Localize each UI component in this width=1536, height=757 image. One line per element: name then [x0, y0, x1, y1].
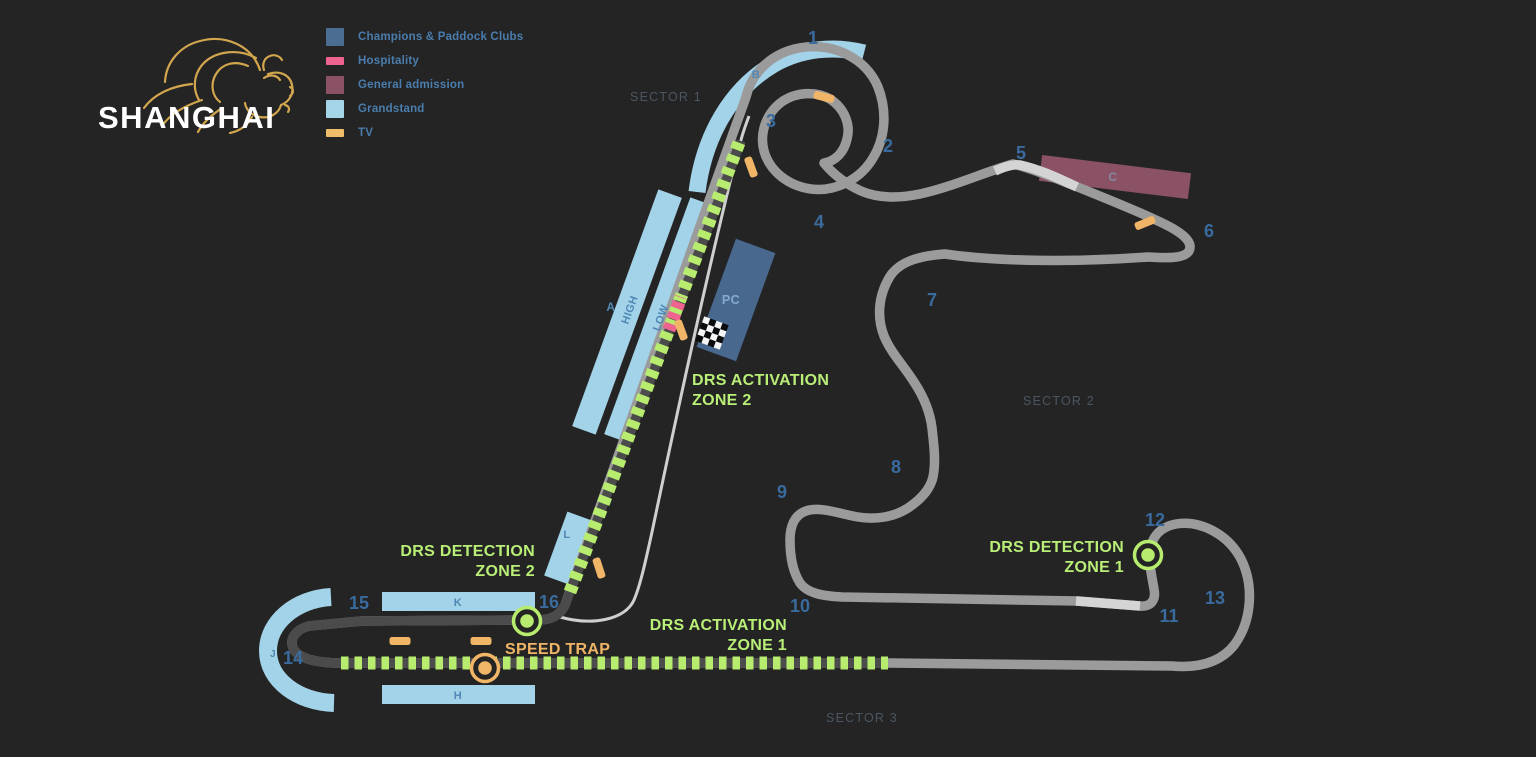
- tv-marker: [1134, 216, 1156, 230]
- turn-label-10: 10: [790, 596, 810, 616]
- turn-label-11: 11: [1159, 606, 1178, 626]
- grandstand-h: [382, 685, 535, 704]
- speed-trap-marker: [469, 652, 501, 684]
- tv-marker: [813, 91, 835, 103]
- tv-markers-group: [389, 91, 1156, 645]
- legend-item-label: Hospitality: [358, 55, 419, 67]
- turn-label-6: 6: [1204, 221, 1214, 241]
- sector-label: SECTOR 2: [1023, 394, 1095, 408]
- callout-label: ZONE 1: [727, 637, 787, 654]
- stand-label-b: B: [752, 69, 760, 81]
- callout-labels-group: DRS ACTIVATION ZONE 2 DRS DETECTION ZONE 2 D…: [400, 372, 1124, 658]
- track-outline: [287, 42, 1255, 672]
- legend-item-label: Grandstand: [358, 103, 425, 115]
- sector-labels-group: SECTOR 1 SECTOR 2 SECTOR 3: [630, 90, 1095, 725]
- turn-label-4: 4: [814, 212, 824, 232]
- legend-item: Champions & Paddock Clubs: [326, 28, 523, 46]
- grandstand-k: [382, 592, 535, 611]
- turn-label-3: 3: [766, 111, 776, 131]
- tv-marker: [744, 156, 758, 178]
- turn-label-14: 14: [283, 648, 303, 668]
- callout-label: DRS DETECTION: [400, 543, 535, 560]
- tv-marker: [389, 637, 411, 645]
- pit-lane: [559, 115, 751, 623]
- drs-detection-marker: [511, 605, 543, 637]
- legend-color-chip: [326, 28, 344, 46]
- grandstand-j-band: [258, 588, 335, 712]
- turn-label-16: 16: [539, 592, 559, 612]
- finish-flag-icon: [695, 316, 729, 350]
- callout-label: ZONE 2: [475, 563, 535, 580]
- callout-label: ZONE 2: [692, 392, 752, 409]
- sector-label: SECTOR 1: [630, 90, 702, 104]
- callout-label: ZONE 1: [1064, 559, 1124, 576]
- callout-label: DRS ACTIVATION: [692, 372, 829, 389]
- legend-color-chip: [326, 76, 344, 94]
- turn-label-15: 15: [349, 593, 369, 613]
- legend-item-label: General admission: [358, 79, 465, 91]
- legend-color-chip: [326, 129, 344, 137]
- turn-label-1: 1: [808, 28, 818, 48]
- turn-label-13: 13: [1205, 588, 1225, 608]
- sector-label: SECTOR 3: [826, 711, 898, 725]
- stand-label-h: H: [454, 690, 462, 702]
- tv-marker: [592, 557, 606, 579]
- tv-marker: [470, 637, 492, 645]
- stand-label-pc: PC: [722, 293, 740, 307]
- stand-label-l: L: [563, 529, 570, 541]
- legend-color-chip: [326, 100, 344, 118]
- legend-item: General admission: [326, 76, 523, 94]
- turn-label-12: 12: [1145, 510, 1165, 530]
- legend-item-label: Champions & Paddock Clubs: [358, 31, 524, 43]
- page-title: SHANGHAI: [98, 100, 276, 135]
- callout-label: DRS ACTIVATION: [650, 617, 787, 634]
- legend-color-chip: [326, 57, 344, 65]
- track-dark-section: [287, 139, 888, 668]
- grandstand-l: [544, 511, 592, 585]
- drs-speedtrap-markers-group: [469, 539, 1164, 684]
- track-light-segment-t5: [993, 160, 1080, 192]
- lion-logo-icon: [142, 37, 295, 135]
- stand-label-a: A: [606, 300, 615, 314]
- legend-item: TV: [326, 124, 523, 142]
- turn-label-9: 9: [777, 482, 787, 502]
- grandstand-a-high: [572, 189, 682, 435]
- callout-label: DRS DETECTION: [989, 539, 1124, 556]
- turn-label-8: 8: [891, 457, 901, 477]
- callout-label: SPEED TRAP: [505, 641, 610, 658]
- drs-detection-marker: [1132, 539, 1164, 571]
- tv-marker: [674, 319, 688, 341]
- legend-item-label: TV: [358, 127, 374, 139]
- stand-label-c: C: [1108, 170, 1117, 184]
- hospitality-dashes: [662, 294, 688, 333]
- turn-label-5: 5: [1016, 143, 1026, 163]
- stand-label-j: J: [270, 649, 276, 660]
- stand-label-k: K: [454, 597, 462, 609]
- legend-item: Hospitality: [326, 52, 523, 70]
- track-light-segment-t11: [1075, 596, 1141, 611]
- turn-label-2: 2: [883, 136, 893, 156]
- grandstand-c: [1038, 154, 1192, 200]
- legend-item: Grandstand: [326, 100, 523, 118]
- event-logo: SHANGHAI: [96, 10, 336, 150]
- turn-label-7: 7: [927, 290, 937, 310]
